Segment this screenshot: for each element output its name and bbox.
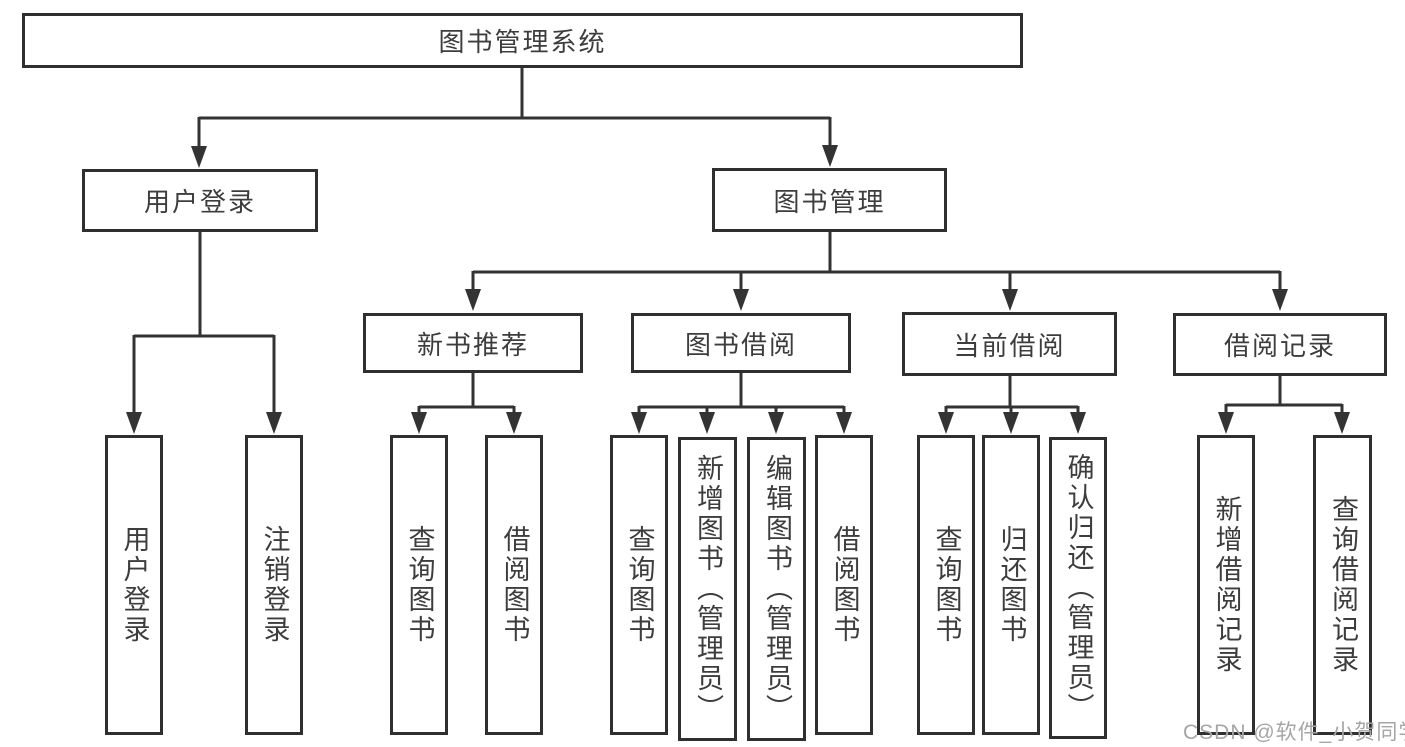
node-user-login: 用户登录 bbox=[82, 169, 318, 232]
leaf-return-books: 归还图书 bbox=[982, 435, 1040, 735]
leaf-add-book-admin: 新增图书（管理员） bbox=[678, 437, 737, 741]
node-book-management: 图书管理 bbox=[712, 168, 947, 232]
node-library-management-system: 图书管理系统 bbox=[22, 13, 1023, 68]
node-current-borrowing: 当前借阅 bbox=[902, 312, 1117, 376]
leaf-query-books-borrowing: 查询图书 bbox=[610, 435, 668, 735]
leaf-query-books-current: 查询图书 bbox=[917, 435, 975, 735]
leaf-edit-book-admin: 编辑图书（管理员） bbox=[747, 437, 806, 741]
arrowheads bbox=[126, 145, 1350, 434]
leaf-query-borrow-record: 查询借阅记录 bbox=[1313, 435, 1372, 735]
node-new-book-recommendation: 新书推荐 bbox=[363, 313, 583, 373]
leaf-user-login: 用户登录 bbox=[105, 435, 163, 735]
node-book-borrowing: 图书借阅 bbox=[631, 313, 851, 373]
csdn-watermark: CSDN @软件_小贺同学 bbox=[1183, 721, 1405, 744]
leaf-borrow-books: 借阅图书 bbox=[815, 435, 873, 735]
leaf-confirm-return-admin: 确认归还（管理员） bbox=[1049, 437, 1107, 739]
node-borrowing-records: 借阅记录 bbox=[1173, 313, 1387, 376]
leaf-query-books-recommend: 查询图书 bbox=[390, 435, 448, 735]
leaf-logout-login: 注销登录 bbox=[245, 435, 303, 735]
leaf-borrow-books-recommend: 借阅图书 bbox=[485, 435, 543, 735]
leaf-add-borrow-record: 新增借阅记录 bbox=[1197, 435, 1255, 735]
